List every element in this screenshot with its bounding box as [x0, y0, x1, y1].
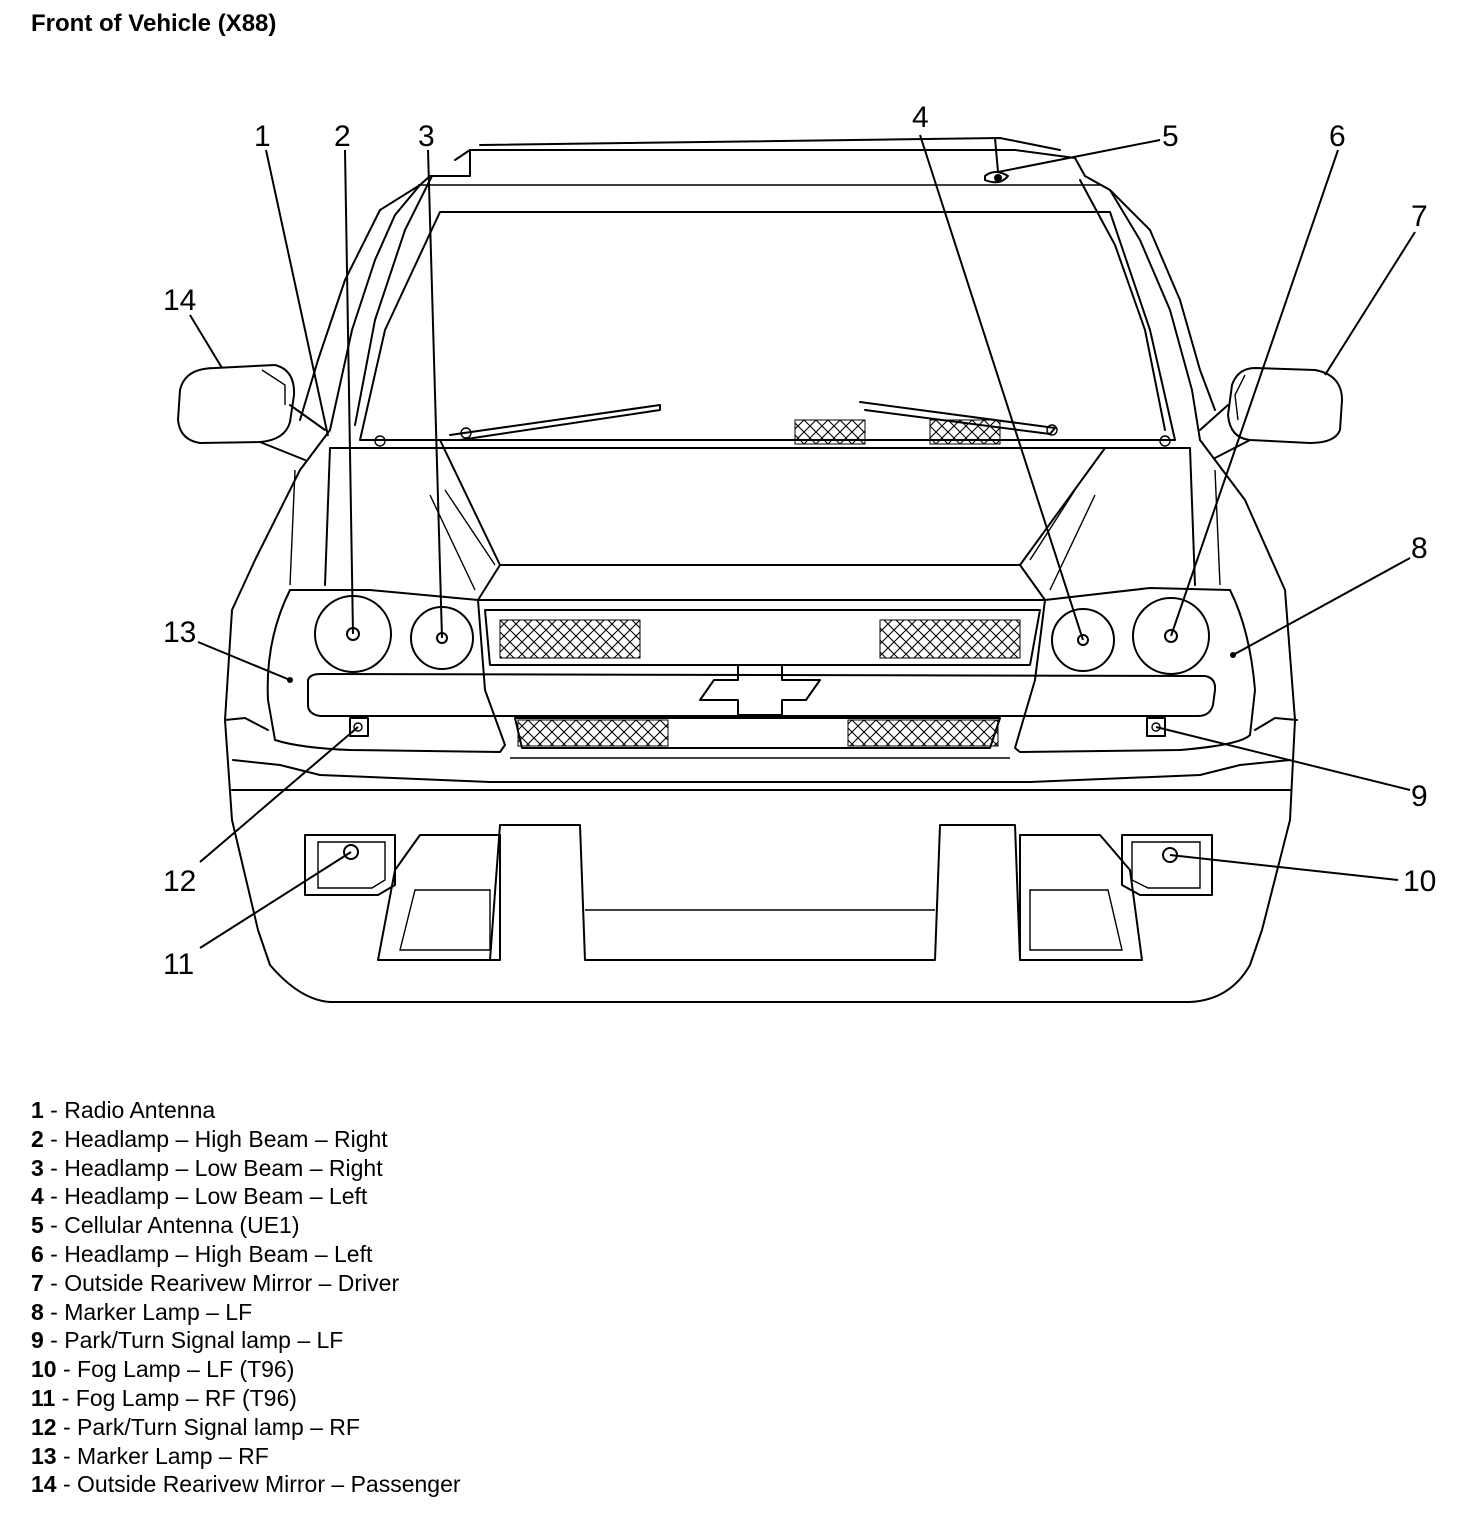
legend-item: 7 - Outside Rearivew Mirror – Driver	[31, 1269, 461, 1298]
mirror-passenger	[177, 364, 326, 461]
callout-14: 14	[163, 284, 196, 317]
legend-number: 10	[31, 1356, 57, 1383]
legend-label: Park/Turn Signal lamp – RF	[77, 1413, 360, 1440]
legend-label: Park/Turn Signal lamp – LF	[64, 1327, 344, 1354]
legend-item: 14 - Outside Rearivew Mirror – Passenger	[31, 1470, 461, 1499]
fog-lamps	[304, 834, 1213, 896]
legend-separator: -	[56, 1471, 78, 1498]
legend-label: Headlamp – Low Beam – Right	[64, 1154, 383, 1181]
front-bumper	[224, 717, 1298, 1003]
windshield	[359, 184, 1176, 441]
a-pillar-right	[354, 175, 433, 426]
cowl-vent	[794, 419, 1001, 445]
legend-separator: -	[43, 1097, 65, 1123]
callout-4: 4	[912, 101, 929, 134]
legend-label: Fog Lamp – LF (T96)	[77, 1356, 295, 1383]
callout-11: 11	[163, 948, 194, 981]
callout-9: 9	[1411, 780, 1428, 813]
bowtie-emblem	[699, 664, 821, 716]
callout-8: 8	[1411, 532, 1428, 565]
callout-1: 1	[254, 120, 271, 153]
legend-separator: -	[56, 1413, 78, 1440]
legend-number: 13	[31, 1442, 57, 1469]
headlamp-housing-left	[1014, 587, 1256, 753]
legend-number: 3	[31, 1154, 44, 1181]
legend-label: Outside Rearivew Mirror – Driver	[64, 1269, 400, 1296]
callout-numbers: 1 2 3 4 5 6 7 8 9 10 11 12 13 14	[163, 101, 1436, 981]
legend-separator: -	[43, 1125, 65, 1152]
callout-6: 6	[1329, 120, 1346, 153]
legend-item: 3 - Headlamp – Low Beam – Right	[31, 1154, 461, 1183]
legend-item: 4 - Headlamp – Low Beam – Left	[31, 1182, 461, 1211]
a-pillar-left	[1079, 179, 1166, 431]
legend-label: Fog Lamp – RF (T96)	[75, 1384, 297, 1411]
vehicle-front-diagram: 1 2 3 4 5 6 7 8 9 10 11 12 13 14	[163, 101, 1436, 1003]
legend-label: Marker Lamp – RF	[77, 1442, 269, 1469]
callout-12: 12	[163, 865, 196, 898]
legend-number: 9	[31, 1327, 44, 1354]
legend-number: 11	[31, 1384, 56, 1411]
legend-separator: -	[43, 1183, 65, 1210]
legend-separator: -	[43, 1240, 65, 1267]
legend-label: Headlamp – Low Beam – Left	[64, 1183, 368, 1210]
legend-label: Headlamp – High Beam – Right	[64, 1125, 388, 1152]
legend-item: 11 - Fog Lamp – RF (T96)	[31, 1384, 461, 1413]
legend-separator: -	[56, 1442, 78, 1469]
legend-item: 5 - Cellular Antenna (UE1)	[31, 1211, 461, 1240]
legend-item: 1 - Radio Antenna	[31, 1096, 461, 1125]
mirror-driver	[1199, 367, 1343, 459]
legend-number: 1	[31, 1097, 44, 1123]
grille	[307, 609, 1217, 749]
callout-2: 2	[334, 120, 351, 153]
legend-item: 6 - Headlamp – High Beam – Left	[31, 1240, 461, 1269]
legend-label: Cellular Antenna (UE1)	[64, 1212, 300, 1239]
legend-label: Headlamp – High Beam – Left	[64, 1240, 373, 1267]
legend-item: 13 - Marker Lamp – RF	[31, 1442, 461, 1471]
callout-5: 5	[1162, 120, 1179, 153]
hood	[324, 439, 1196, 601]
legend-number: 14	[31, 1471, 57, 1498]
legend-item: 12 - Park/Turn Signal lamp – RF	[31, 1413, 461, 1442]
roof-outline	[299, 137, 1216, 441]
callout-7: 7	[1411, 200, 1428, 233]
legend-number: 8	[31, 1298, 44, 1325]
legend-separator: -	[43, 1269, 65, 1296]
legend-item: 10 - Fog Lamp – LF (T96)	[31, 1355, 461, 1384]
legend: 1 - Radio Antenna 2 - Headlamp – High Be…	[31, 1096, 461, 1499]
legend-item: 9 - Park/Turn Signal lamp – LF	[31, 1326, 461, 1355]
legend-number: 7	[31, 1269, 44, 1296]
legend-item: 2 - Headlamp – High Beam – Right	[31, 1125, 461, 1154]
legend-separator: -	[43, 1298, 65, 1325]
callout-10: 10	[1403, 865, 1436, 898]
callout-3: 3	[418, 120, 435, 153]
legend-number: 2	[31, 1125, 44, 1152]
legend-separator: -	[55, 1384, 76, 1411]
legend-label: Marker Lamp – LF	[64, 1298, 253, 1325]
legend-number: 12	[31, 1413, 57, 1440]
legend-label: Radio Antenna	[64, 1097, 216, 1123]
antennas	[984, 137, 1009, 184]
headlamps	[314, 595, 1210, 675]
legend-separator: -	[43, 1154, 65, 1181]
legend-separator: -	[56, 1356, 78, 1383]
callout-13: 13	[163, 616, 196, 649]
legend-label: Outside Rearivew Mirror – Passenger	[77, 1471, 461, 1498]
headlamp-housing-right	[266, 589, 506, 753]
legend-number: 5	[31, 1212, 44, 1239]
diagram-title: Front of Vehicle (X88)	[31, 10, 277, 37]
legend-number: 4	[31, 1183, 44, 1210]
legend-separator: -	[43, 1212, 65, 1239]
legend-item: 8 - Marker Lamp – LF	[31, 1298, 461, 1327]
leader-lines	[189, 134, 1416, 949]
body-sides	[224, 429, 1296, 966]
legend-separator: -	[43, 1327, 65, 1354]
legend-number: 6	[31, 1240, 44, 1267]
